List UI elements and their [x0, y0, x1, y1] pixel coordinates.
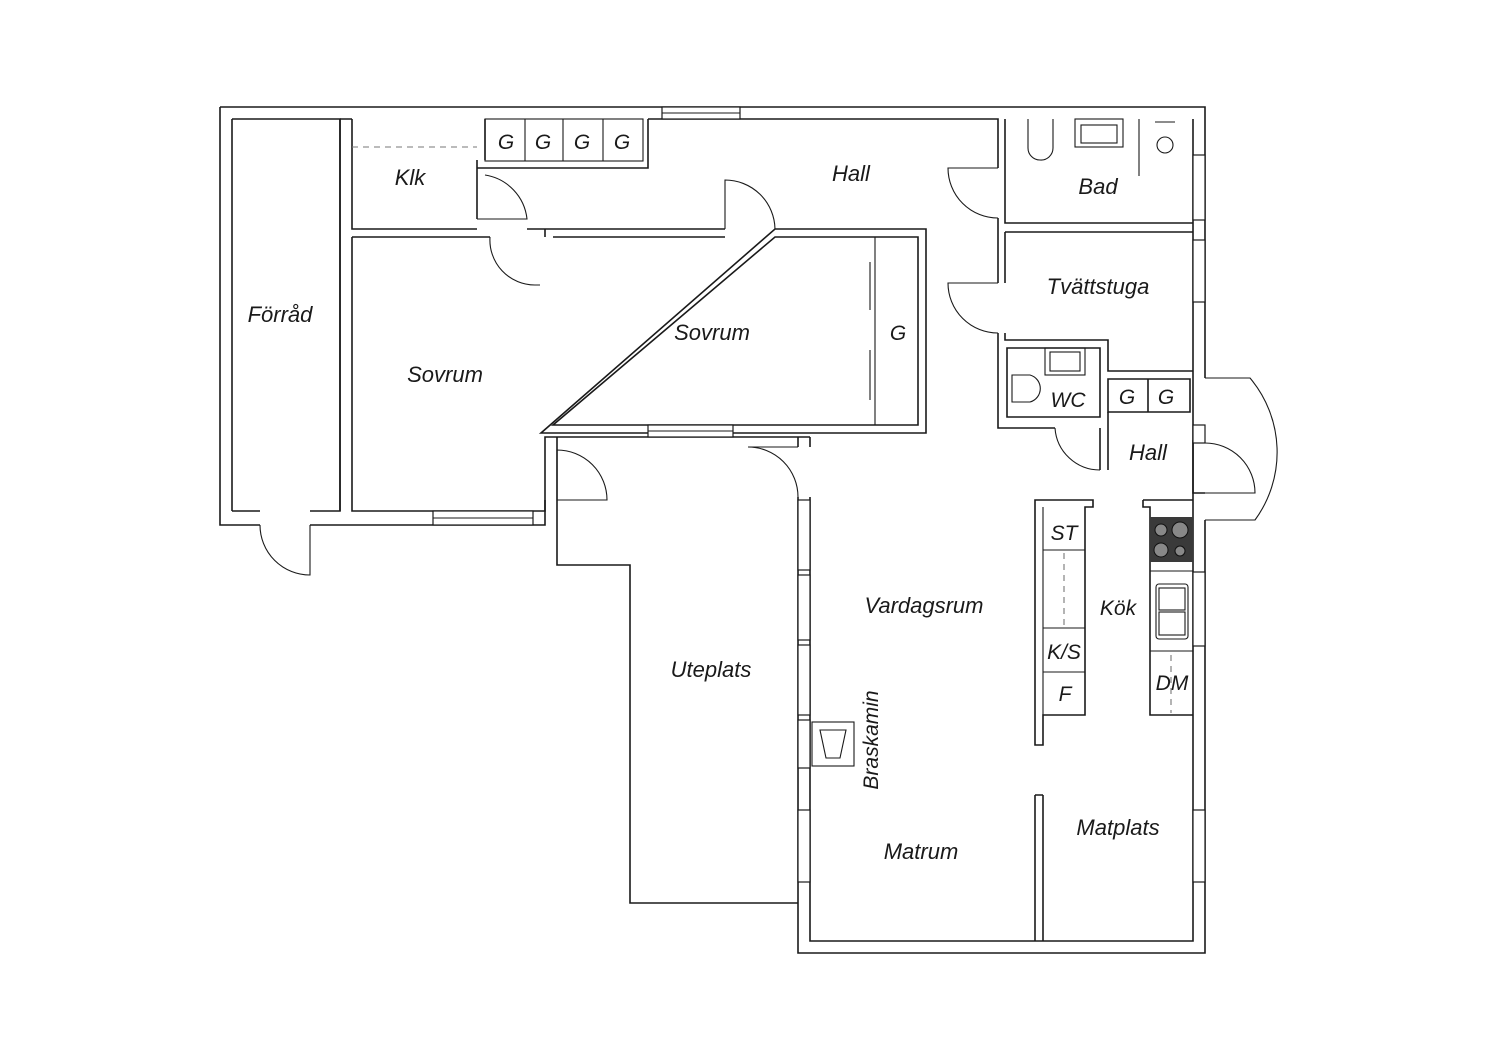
bad-door — [947, 167, 999, 219]
closet-g: G — [890, 322, 906, 345]
fireplace-icon — [811, 721, 855, 767]
closet-g: G — [498, 131, 514, 154]
label-vardagsrum: Vardagsrum — [864, 593, 983, 618]
entrance-door-small — [1204, 442, 1256, 494]
hall-closets — [352, 118, 649, 169]
entrance-door-main — [1205, 377, 1278, 521]
label-f: F — [1059, 683, 1073, 706]
windows — [432, 106, 1206, 883]
label-ks: K/S — [1047, 641, 1081, 664]
kitchen-sink-icon — [1155, 583, 1189, 640]
wc-sink-icon — [1044, 347, 1086, 376]
label-klk: Klk — [395, 165, 427, 190]
closet-g: G — [1158, 386, 1174, 409]
label-bad: Bad — [1078, 174, 1118, 199]
label-uteplats: Uteplats — [671, 657, 752, 682]
bad-fixtures — [1011, 118, 1175, 403]
label-wc: WC — [1051, 389, 1087, 412]
outer-walls — [219, 106, 1206, 954]
klk-door — [477, 174, 528, 220]
kitchen — [811, 499, 1193, 767]
shower-icon — [1156, 136, 1174, 154]
label-matplats: Matplats — [1076, 815, 1159, 840]
forrad-door — [259, 524, 311, 576]
label-dm: DM — [1156, 672, 1189, 695]
label-hall-entry: Hall — [1129, 440, 1168, 465]
closet-g: G — [1119, 386, 1135, 409]
label-forrad: Förråd — [248, 302, 314, 327]
label-st: ST — [1051, 522, 1080, 545]
wc-door — [1054, 427, 1101, 471]
label-sovrum-left: Sovrum — [407, 362, 483, 387]
label-hall-top: Hall — [832, 161, 871, 186]
room-labels: Förråd Klk Sovrum Sovrum Hall Bad Tvätts… — [248, 131, 1189, 864]
closet-g: G — [535, 131, 551, 154]
sovrum-center-door — [724, 179, 776, 230]
label-braskamin: Braskamin — [860, 690, 883, 789]
wc-toilet-icon — [1011, 374, 1041, 403]
tvattstuga-door — [947, 282, 999, 334]
label-sovrum-center: Sovrum — [674, 320, 750, 345]
vardagsrum-door — [747, 446, 799, 498]
doors — [259, 167, 1278, 576]
label-tvattstuga: Tvättstuga — [1047, 274, 1150, 299]
closet-g: G — [614, 131, 630, 154]
sink-icon — [1074, 118, 1124, 148]
closet-g: G — [574, 131, 590, 154]
label-matrum: Matrum — [884, 839, 959, 864]
label-kok: Kök — [1100, 597, 1138, 620]
uteplats-door — [556, 449, 608, 501]
sovrum-left-door — [489, 236, 540, 286]
sovrum-closet — [869, 237, 876, 425]
toilet-icon — [1027, 119, 1054, 161]
